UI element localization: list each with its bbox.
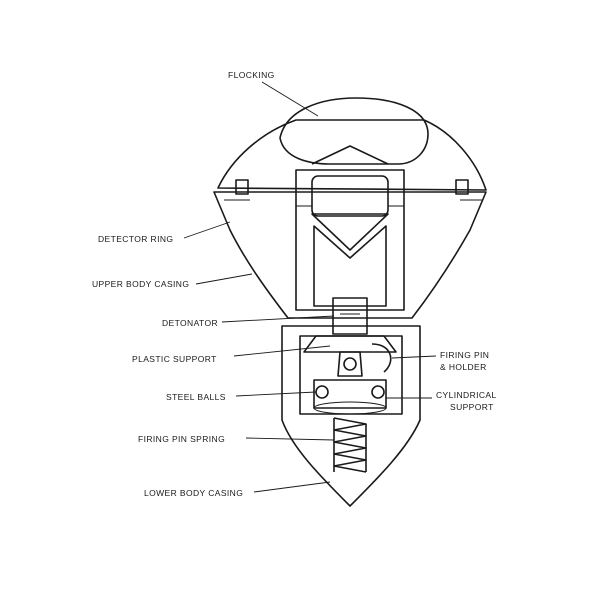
inner-cylinder <box>295 169 405 311</box>
label-and-holder: & HOLDER <box>440 362 487 372</box>
label-firing-pin: FIRING PIN <box>440 350 489 360</box>
label-steel-balls: STEEL BALLS <box>166 392 226 402</box>
label-flocking: FLOCKING <box>228 70 275 80</box>
label-plastic-support: PLASTIC SUPPORT <box>132 354 217 364</box>
label-lower-body-casing: LOWER BODY CASING <box>144 488 243 498</box>
leader-lines <box>183 81 437 493</box>
cylindrical-support <box>313 379 387 415</box>
plastic-support <box>303 335 397 353</box>
labels: FLOCKING DETECTOR RING UPPER BODY CASING… <box>92 70 497 498</box>
label-detonator: DETONATOR <box>162 318 218 328</box>
label-firing-pin-spring: FIRING PIN SPRING <box>138 434 225 444</box>
lower-body-casing <box>281 325 421 507</box>
detonator <box>332 297 368 335</box>
detector-ring <box>224 179 482 201</box>
label-cylindrical: CYLINDRICAL <box>436 390 497 400</box>
label-detector-ring: DETECTOR RING <box>98 234 173 244</box>
firing-pin-spring <box>333 417 367 473</box>
flocking-cap <box>279 97 429 165</box>
label-support: SUPPORT <box>450 402 494 412</box>
steel-balls <box>315 385 385 399</box>
firing-pin-holder <box>337 343 392 377</box>
upper-body-casing <box>213 119 487 319</box>
label-upper-body-casing: UPPER BODY CASING <box>92 279 189 289</box>
